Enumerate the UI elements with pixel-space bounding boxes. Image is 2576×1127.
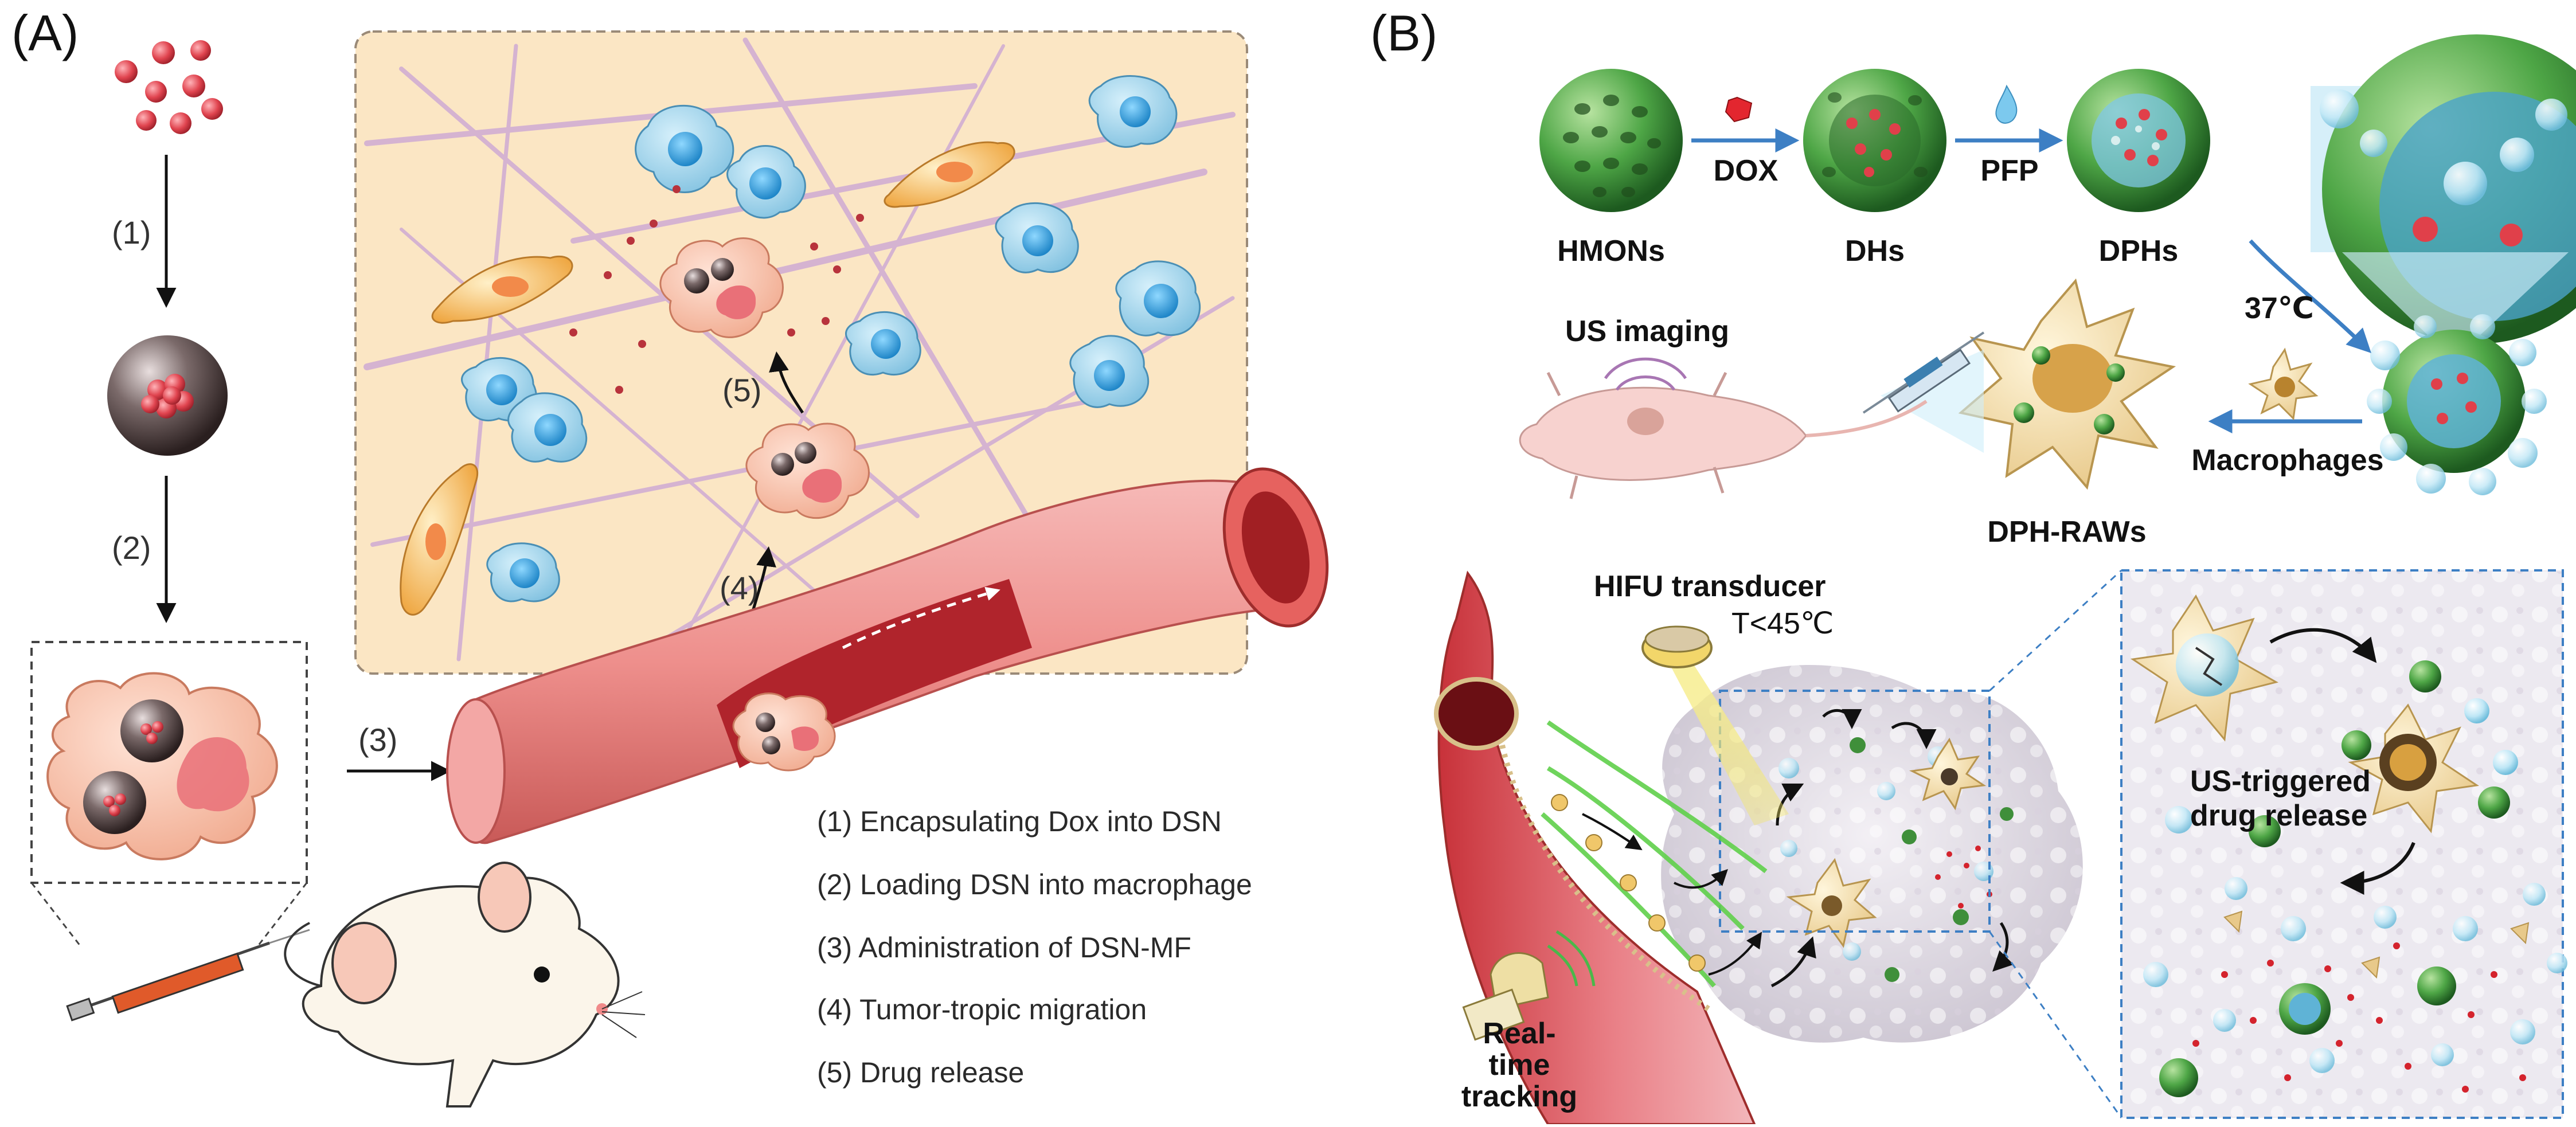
dph-raws-label: DPH-RAWs — [1987, 515, 2146, 549]
step-1-label: (1) — [112, 214, 151, 251]
step-4-label: (4) — [720, 570, 759, 606]
release-label-line1: US-triggered — [2190, 765, 2371, 798]
dox-label: DOX — [1714, 154, 1778, 187]
panel-a-legend: (1) Encapsulating Dox into DSN (2) Loadi… — [817, 805, 1252, 1089]
temperature-label: 37℃ — [2245, 292, 2314, 325]
us-imaging-mouse — [1519, 357, 1928, 499]
injection-syringe-icon — [1862, 331, 1985, 414]
panel-b-label: (B) — [1370, 5, 1437, 61]
ultrasound-probe-icon — [1462, 930, 1596, 1041]
legend-item-3: (3) Administration of DSN-MF — [817, 932, 1191, 964]
panel-a-label: (A) — [11, 5, 79, 61]
tracking-label-line2: time — [1489, 1048, 1550, 1082]
released-drug-dots — [569, 185, 864, 394]
dhs-particle — [1803, 69, 1946, 212]
zoom-beam — [2342, 252, 2569, 338]
dox-molecules — [115, 40, 223, 134]
free-macrophage-icon — [2248, 347, 2319, 421]
arrow-step-5 — [769, 351, 804, 414]
panel-a: (A) (1) (2) — [11, 5, 1329, 1108]
dox-molecule-icon — [1725, 96, 1753, 123]
hmons-particle — [1539, 69, 1683, 212]
step-5-label: (5) — [722, 372, 761, 408]
legend-item-4: (4) Tumor-tropic migration — [817, 993, 1147, 1026]
dph-raw-cell — [1958, 278, 2176, 490]
hmons-label: HMONs — [1557, 234, 1665, 268]
legend-item-1: (1) Encapsulating Dox into DSN — [817, 805, 1222, 838]
pfp-label: PFP — [1980, 154, 2038, 187]
macrophage-inset-box — [30, 641, 308, 884]
macrophage-migrating — [745, 422, 870, 519]
dphs-label: DPHs — [2099, 234, 2179, 268]
fibroblasts — [400, 141, 1015, 616]
legend-item-5: (5) Drug release — [817, 1056, 1024, 1089]
step-3-label: (3) — [358, 722, 397, 758]
arrow-37c — [2249, 239, 2371, 353]
hifu-temperature-label: T<45℃ — [1731, 607, 1834, 640]
dhs-label: DHs — [1845, 234, 1905, 268]
drug-release-inset — [2120, 569, 2567, 1119]
release-label-line2: drug release — [2190, 799, 2367, 832]
dsn-nanoparticle — [107, 335, 228, 456]
macrophages-label: Macrophages — [2191, 444, 2383, 477]
legend-item-2: (2) Loading DSN into macrophage — [817, 868, 1252, 901]
blood-vessel — [446, 467, 1329, 844]
hifu-transducer-icon — [1641, 625, 1789, 825]
tumor-zoom-region — [1719, 690, 1991, 933]
us-imaging-label: US imaging — [1565, 315, 1729, 348]
hifu-label: HIFU transducer — [1594, 570, 1826, 603]
tumor-cells — [461, 75, 1201, 602]
step-2-label: (2) — [112, 530, 151, 566]
dsn-loaded-macrophage — [46, 672, 278, 860]
tracking-label-line1: Real- — [1483, 1017, 1555, 1050]
pfp-droplet-icon — [1995, 84, 2018, 124]
syringe-icon — [66, 929, 310, 1022]
panel-b: (B) HMONs DOX DHs — [1370, 5, 2576, 1125]
tracking-label-line3: tracking — [1461, 1080, 1577, 1113]
mouse-illustration — [284, 862, 646, 1108]
macrophage-releasing — [659, 237, 784, 338]
tumor-tissue — [1661, 665, 2083, 1043]
dphs-particle — [2067, 69, 2210, 212]
dph-with-bubbles — [2367, 314, 2547, 495]
